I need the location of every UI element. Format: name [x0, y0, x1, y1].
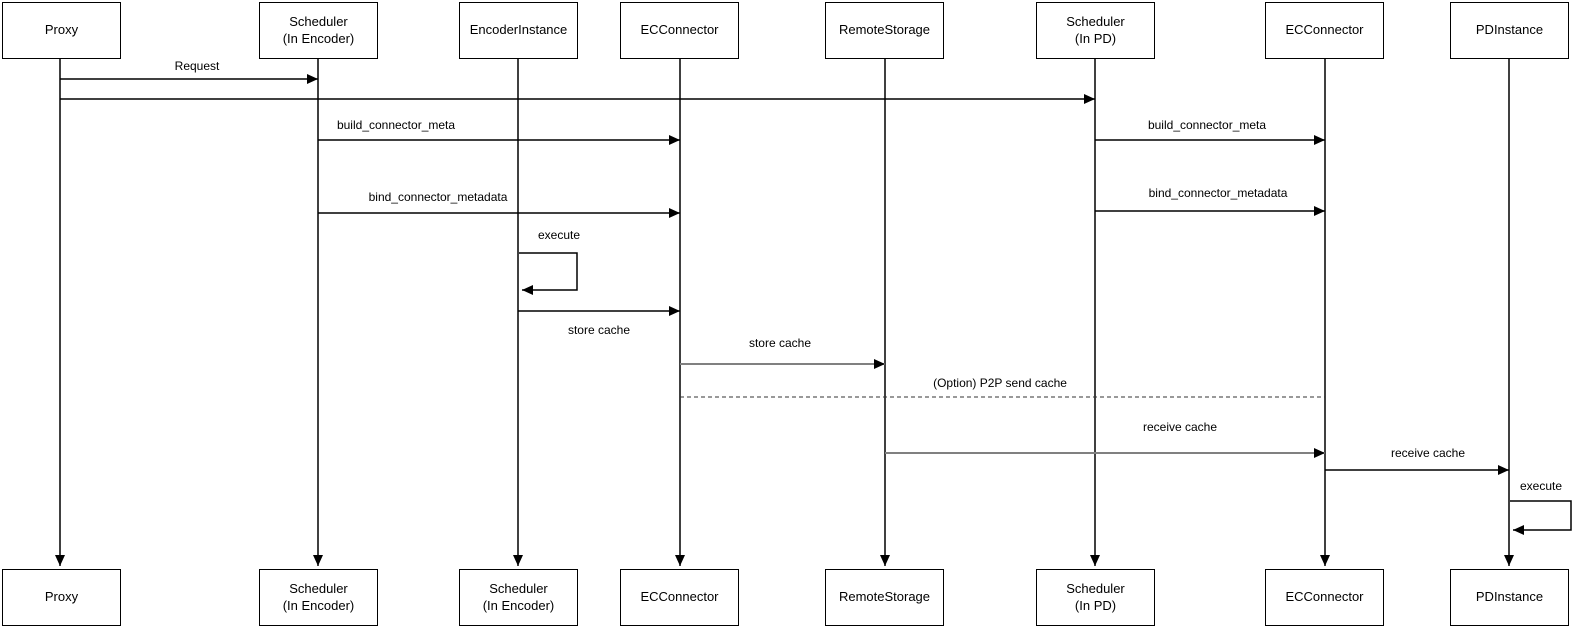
participant-box-top-scheduler-encoder: Scheduler (In Encoder): [259, 2, 378, 59]
message-label-execute-pd: execute: [1518, 479, 1565, 493]
participant-box-top-scheduler-pd: Scheduler (In PD): [1036, 2, 1155, 59]
participant-box-top-ec-connector-pd: ECConnector: [1265, 2, 1384, 59]
participant-box-top-encoder-instance: EncoderInstance: [459, 2, 578, 59]
participant-box-bottom-proxy: Proxy: [2, 569, 121, 626]
message-label-build-connector-meta-encoder: build_connector_meta: [334, 118, 458, 132]
participant-box-bottom-pd-instance: PDInstance: [1450, 569, 1569, 626]
participant-box-bottom-scheduler-encoder: Scheduler (In Encoder): [259, 569, 378, 626]
message-label-receive-cache-pd: receive cache: [1388, 446, 1468, 460]
message-label-store-cache-encoder: store cache: [565, 323, 633, 337]
participant-box-top-ec-connector-encoder: ECConnector: [620, 2, 739, 59]
message-label-store-cache-remote: store cache: [746, 336, 814, 350]
participant-box-bottom-scheduler-pd: Scheduler (In PD): [1036, 569, 1155, 626]
participant-box-top-pd-instance: PDInstance: [1450, 2, 1569, 59]
message-label-receive-cache-ec: receive cache: [1140, 420, 1220, 434]
message-label-bind-connector-metadata-encoder: bind_connector_metadata: [366, 190, 510, 204]
message-label-p2p-send-cache: (Option) P2P send cache: [931, 376, 1069, 390]
message-label-request: Request: [172, 59, 222, 73]
participant-box-top-remote-storage: RemoteStorage: [825, 2, 944, 59]
participant-box-bottom-remote-storage: RemoteStorage: [825, 569, 944, 626]
self-loop-execute-pd: [1510, 500, 1572, 535]
message-label-execute-encoder: execute: [536, 228, 583, 242]
message-label-bind-connector-metadata-pd: bind_connector_metadata: [1146, 186, 1290, 200]
message-label-build-connector-meta-pd: build_connector_meta: [1145, 118, 1269, 132]
participant-box-bottom-ec-connector-encoder: ECConnector: [620, 569, 739, 626]
message-arrows: [60, 74, 1572, 535]
participant-box-top-proxy: Proxy: [2, 2, 121, 59]
self-loop-execute-encoder: [519, 252, 578, 295]
participant-box-bottom-scheduler-encoder-2: Scheduler (In Encoder): [459, 569, 578, 626]
participant-box-bottom-ec-connector-pd: ECConnector: [1265, 569, 1384, 626]
lifelines: [55, 59, 1514, 566]
